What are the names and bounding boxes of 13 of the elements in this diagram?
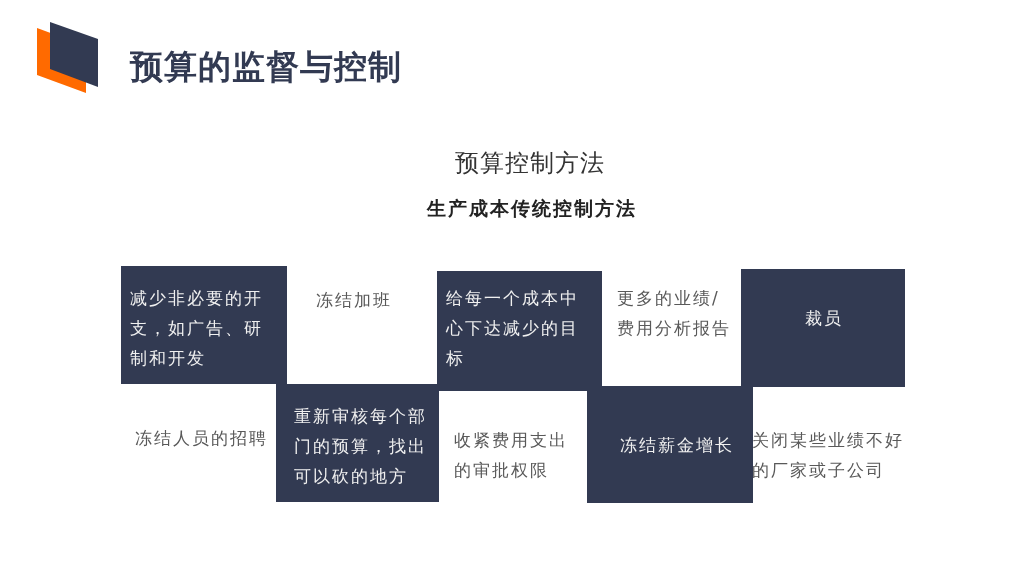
filled-box: 重新审核每个部门的预算，找出可以砍的地方 xyxy=(276,384,439,502)
item-text: 冻结人员的招聘 xyxy=(135,423,268,453)
item-text: 更多的业绩/费用分析报告 xyxy=(617,283,737,343)
filled-box: 冻结薪金增长 xyxy=(587,386,753,503)
subheading: 生产成本传统控制方法 xyxy=(427,196,637,221)
filled-box: 减少非必要的开支，如广告、研制和开发 xyxy=(121,266,287,384)
slide-title: 预算的监督与控制 xyxy=(130,47,402,87)
item-text: 收紧费用支出的审批权限 xyxy=(454,425,574,485)
section-heading: 预算控制方法 xyxy=(455,148,605,178)
filled-box: 给每一个成本中心下达减少的目标 xyxy=(437,271,602,391)
filled-box: 裁员 xyxy=(741,269,905,387)
item-text: 关闭某些业绩不好的厂家或子公司 xyxy=(752,425,908,485)
item-text: 冻结加班 xyxy=(316,285,392,315)
